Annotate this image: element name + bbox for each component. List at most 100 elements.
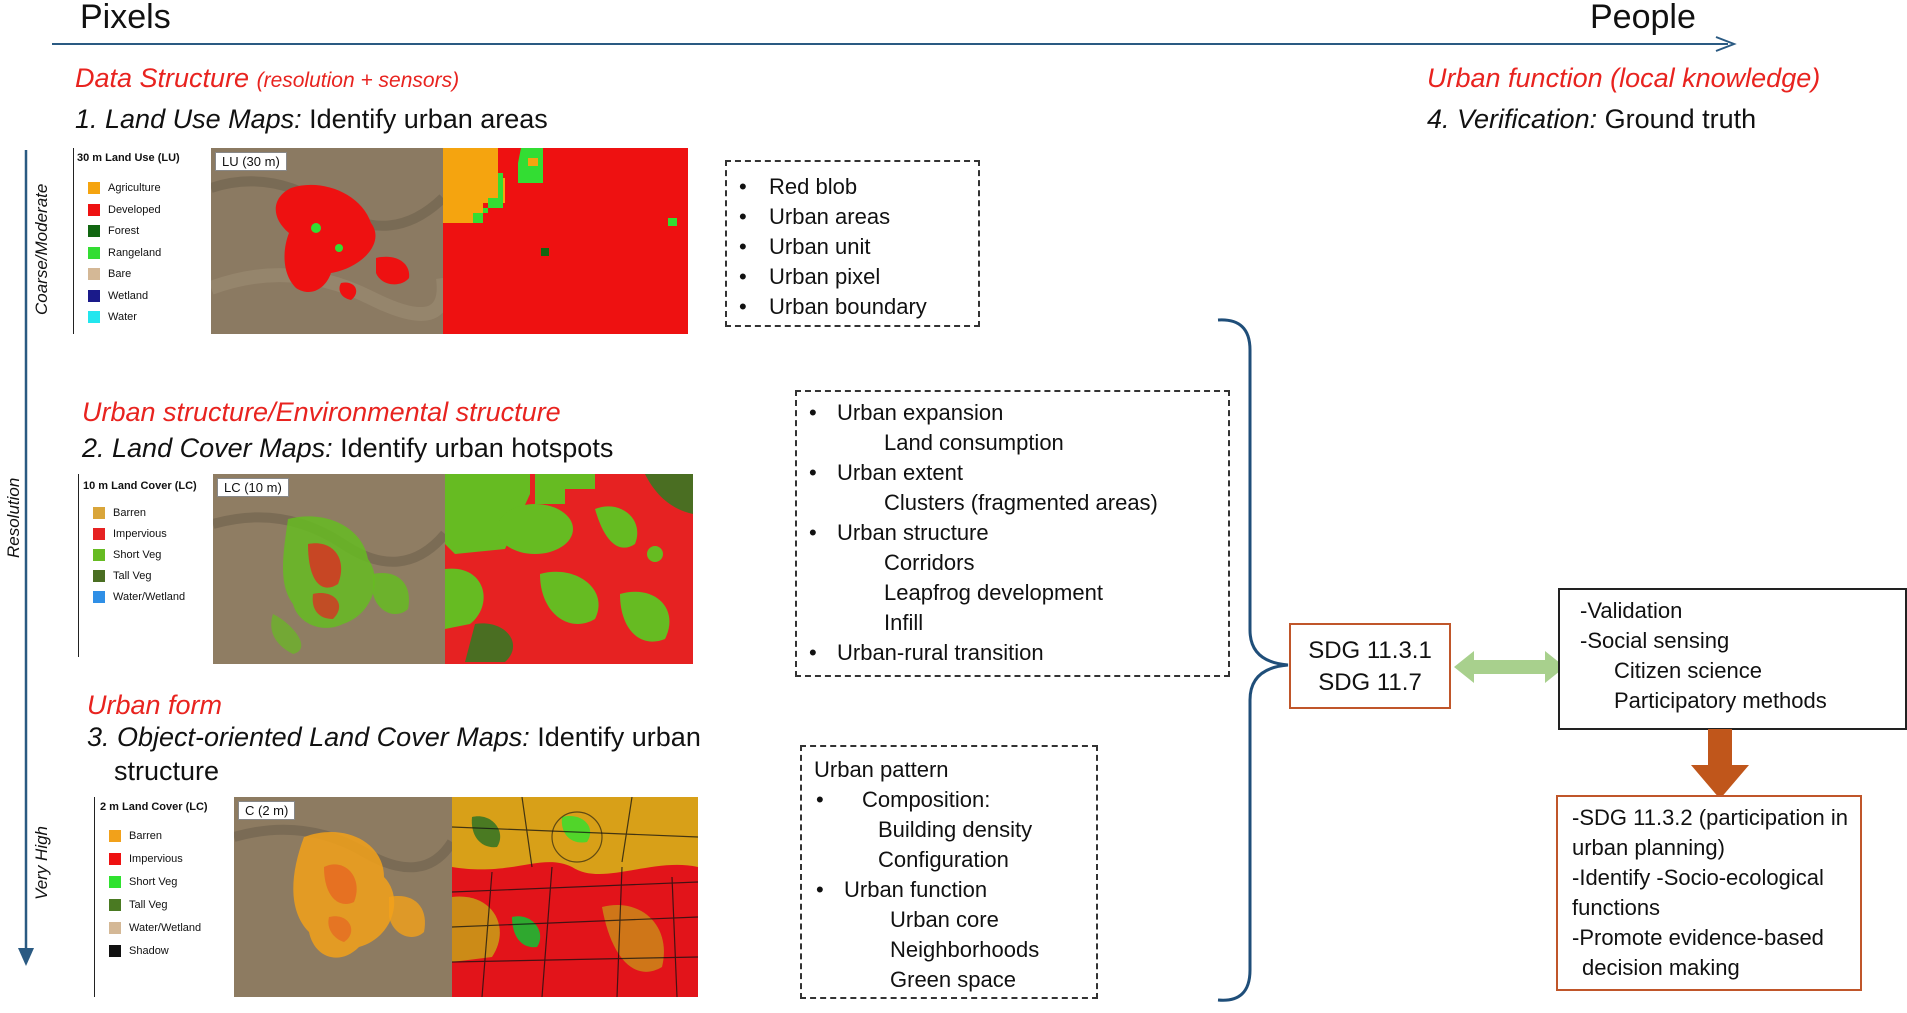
legend-swatch [93, 528, 105, 540]
legend-swatch [88, 311, 100, 323]
lc10-satellite-map: LC (10 m) [213, 474, 445, 664]
legend-label: Agriculture [108, 182, 161, 194]
urban-structure-heading: Urban structure/Environmental structure [82, 397, 561, 427]
box-line: -Promote evidence-based [1572, 925, 1824, 950]
sdg-line2: SDG 11.7 [1318, 669, 1422, 696]
box-line: -Validation [1580, 598, 1683, 623]
legend-swatch [109, 830, 121, 842]
object-oriented-maps-title: 3. Object-oriented Land Cover Maps: Iden… [87, 722, 701, 753]
land-use-maps-desc: Identify urban areas [301, 104, 548, 134]
legend-label: Shadow [129, 945, 169, 957]
bullet-item: Red blob [727, 172, 978, 202]
bullet-item: Urban extent [797, 458, 1228, 488]
sub-bullet-item: Land consumption [884, 430, 1064, 455]
lc2-legend-title: 2 m Land Cover (LC) [100, 801, 208, 813]
legend-swatch [88, 225, 100, 237]
bullet-item: Urban function [802, 875, 1096, 905]
double-arrow [1454, 651, 1565, 683]
box-line: -SDG 11.3.2 (participation in [1572, 805, 1848, 830]
pixels-to-people-arrow [52, 36, 1737, 52]
object-oriented-maps-desc: Identify urban [529, 722, 701, 752]
lc2-map-label: C (2 m) [238, 801, 296, 820]
lc2-satellite-map: C (2 m) [234, 797, 452, 997]
legend-label: Impervious [113, 528, 167, 540]
legend-label: Impervious [129, 853, 183, 865]
legend-swatch [88, 203, 100, 216]
sub-bullet-item: Urban core [890, 907, 999, 932]
box-line: Citizen science [1614, 658, 1762, 683]
resolution-label: Resolution [4, 477, 23, 558]
urban-form-heading: Urban form [87, 690, 223, 720]
legend-item-wetland: Wetland [88, 289, 149, 302]
legend-label: Short Veg [113, 549, 162, 561]
legend-swatch [93, 507, 105, 519]
lc10-map-label: LC (10 m) [217, 478, 289, 497]
verification-label: 4. Verification: [1427, 104, 1598, 134]
sdg-box: SDG 11.3.1 SDG 11.7 [1289, 623, 1451, 709]
legend-item-short-veg: Short Veg [93, 549, 161, 561]
lu-zoom-map [443, 148, 688, 334]
legend-item-bare: Bare [88, 268, 131, 280]
land-cover-maps-title: 2. Land Cover Maps: Identify urban hotsp… [82, 433, 613, 464]
sub-bullet-item: Green space [890, 967, 1016, 992]
bullet-item: Urban pixel [727, 262, 978, 292]
land-cover-maps-desc: Identify urban hotspots [332, 433, 614, 463]
urban-function-heading: Urban function (local knowledge) [1427, 63, 1821, 93]
legend-item-water-wetland: Water/Wetland [93, 591, 185, 603]
land-cover-maps-label: 2. Land Cover Maps: [82, 433, 333, 463]
legend-label: Wetland [108, 289, 149, 302]
box-line: functions [1572, 895, 1661, 920]
data-structure-text: Data Structure [75, 63, 257, 93]
legend-swatch [109, 922, 121, 934]
bullet-item: Urban boundary [727, 292, 978, 322]
section3-bullets-box: Urban patternComposition:Building densit… [800, 745, 1098, 999]
legend-swatch [109, 899, 121, 911]
box-line: -Social sensing [1580, 628, 1730, 653]
verification-title: 4. Verification: Ground truth [1427, 104, 1756, 135]
legend-item-water: Water [88, 311, 137, 323]
section1-bullets-box: Red blobUrban areasUrban unitUrban pixel… [725, 160, 980, 327]
very-high-label: Very High [32, 825, 51, 900]
land-use-maps-label: 1. Land Use Maps: [75, 104, 302, 134]
legend-item-barren: Barren [109, 830, 162, 842]
legend-label: Barren [129, 830, 163, 842]
legend-item-impervious: Impervious [109, 853, 183, 865]
legend-label: Water/Wetland [129, 922, 202, 934]
verification-desc: Ground truth [1597, 104, 1757, 134]
legend-item-developed: Developed [88, 203, 161, 216]
lu-map-label: LU (30 m) [215, 152, 287, 171]
sdg-line1: SDG 11.3.1 [1308, 637, 1432, 664]
legend-item-tall-veg: Tall Veg [93, 570, 152, 582]
object-oriented-maps-label: 3. Object-oriented Land Cover Maps: [87, 722, 530, 752]
lc10-zoom-map [445, 474, 693, 664]
legend-label: Water [108, 311, 137, 323]
section3-bullet-list: Urban patternComposition:Building densit… [802, 755, 1096, 995]
legend-item-tall-veg: Tall Veg [109, 899, 168, 911]
legend-item-short-veg: Short Veg [109, 876, 177, 888]
lc2-zoom-map [452, 797, 698, 997]
bullet-item: Urban-rural transition [797, 638, 1228, 668]
sub-bullet-item: Infill [884, 610, 924, 635]
sub-bullet-item: Leapfrog development [884, 580, 1103, 605]
sub-bullet-item: Configuration [878, 847, 1009, 872]
resolution-arrow [18, 150, 34, 966]
pixels-label: Pixels [80, 0, 171, 36]
lu-legend-title: 30 m Land Use (LU) [77, 152, 180, 164]
legend-label: Forest [108, 225, 140, 237]
legend-swatch [88, 182, 100, 194]
bullet-item: Urban expansion [797, 398, 1228, 428]
legend-swatch [109, 945, 121, 957]
legend-swatch [109, 853, 121, 865]
legend-item-impervious: Impervious [93, 528, 167, 540]
bullet-item: Urban pattern [814, 757, 949, 782]
bullet-item: Urban structure [797, 518, 1228, 548]
legend-swatch [88, 246, 100, 259]
legend-item-forest: Forest [88, 225, 139, 237]
data-structure-paren: (resolution + sensors) [256, 69, 460, 92]
section1-bullet-list: Red blobUrban areasUrban unitUrban pixel… [727, 172, 978, 322]
legend-label: Barren [113, 507, 147, 519]
sub-bullet-item: Neighborhoods [890, 937, 1040, 962]
